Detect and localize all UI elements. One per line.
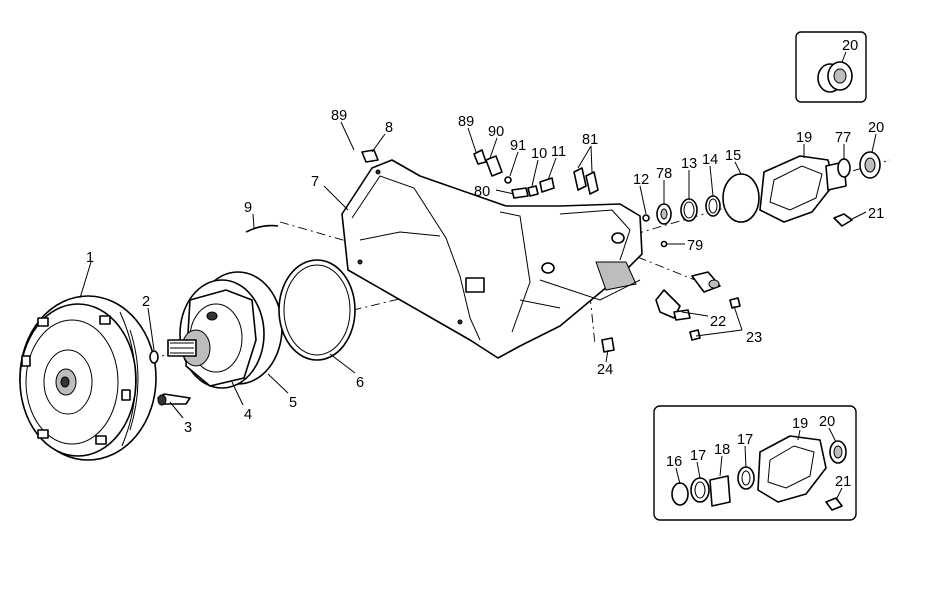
extension-housing [759,155,847,223]
inset-bottom-callout-19: 19 [792,416,808,432]
callout-89-left: 89 [331,108,347,124]
inset-bottom-callout-16: 16 [666,454,682,470]
inset-bottom-right: 16 17 18 17 19 20 21 [653,405,857,521]
callout-15: 15 [725,148,741,164]
shift-linkage [601,271,741,353]
inset-top-right: 20 [795,31,867,103]
rear-bushing-seal [833,151,881,227]
inset-bottom-callout-17-left: 17 [690,448,706,464]
callout-90: 90 [488,124,504,140]
callout-80: 80 [474,184,490,200]
callout-81: 81 [582,132,598,148]
callout-3: 3 [184,420,192,436]
callout-78: 78 [656,166,672,182]
oil-pump-assembly [167,271,283,389]
seal-strip-9 [245,224,279,233]
callout-77: 77 [835,130,851,146]
callout-9: 9 [244,200,252,216]
callout-4: 4 [244,407,252,423]
callout-14: 14 [702,152,718,168]
callout-6: 6 [356,375,364,391]
pump-seal-2 [149,350,159,364]
callout-23: 23 [746,330,762,346]
leader-lines [79,121,877,419]
pump-gasket [278,259,356,361]
callout-5: 5 [289,395,297,411]
callout-22: 22 [710,314,726,330]
callout-7: 7 [311,174,319,190]
transmission-case [341,159,643,359]
callout-2: 2 [142,294,150,310]
inset-bottom-callout-17-right: 17 [737,432,753,448]
callout-20: 20 [868,120,884,136]
inset-bottom-callout-21: 21 [835,474,851,490]
callout-13: 13 [681,156,697,172]
callout-12: 12 [633,172,649,188]
callout-19: 19 [796,130,812,146]
inset-bottom-callout-18: 18 [714,442,730,458]
callout-8: 8 [385,120,393,136]
callout-24: 24 [597,362,613,378]
callout-11: 11 [551,144,566,160]
pump-bolt [157,393,191,406]
torque-converter [19,295,157,461]
inset-top-callout-20: 20 [842,38,858,54]
callout-79: 79 [687,238,703,254]
rear-seal-rings [656,173,760,225]
inset-bottom-callout-20: 20 [819,414,835,430]
callout-21: 21 [868,206,884,222]
callout-91: 91 [510,138,526,154]
callout-89-right: 89 [458,114,474,130]
callout-1: 1 [86,250,94,266]
callout-10: 10 [531,146,547,162]
callout-labels: 1 2 3 4 5 6 7 8 9 10 11 12 13 14 15 19 2… [86,108,884,436]
